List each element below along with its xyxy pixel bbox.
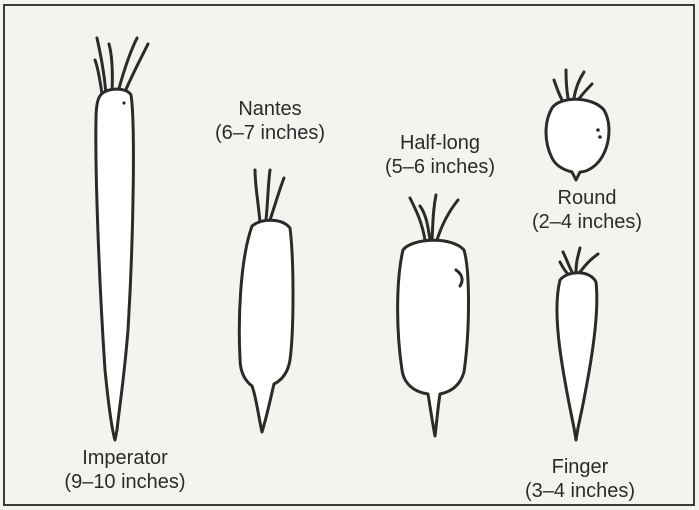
carrot-halflong bbox=[398, 195, 469, 436]
carrot-imperator-root bbox=[96, 89, 134, 440]
carrot-round-root bbox=[546, 99, 609, 180]
label-imperator-size: (9–10 inches) bbox=[55, 470, 195, 494]
label-round-size: (2–4 inches) bbox=[517, 210, 657, 234]
label-round: Round (2–4 inches) bbox=[517, 186, 657, 234]
carrot-finger-root bbox=[557, 273, 597, 440]
carrot-round bbox=[546, 70, 609, 180]
label-nantes-name: Nantes bbox=[200, 97, 340, 121]
carrot-nantes bbox=[239, 170, 293, 432]
label-imperator: Imperator (9–10 inches) bbox=[55, 446, 195, 494]
carrot-finger-leaves bbox=[560, 248, 598, 274]
carrot-nantes-root bbox=[239, 220, 293, 432]
carrot-finger bbox=[557, 248, 598, 440]
label-nantes: Nantes (6–7 inches) bbox=[200, 97, 340, 145]
carrot-imperator bbox=[95, 38, 148, 440]
label-finger: Finger (3–4 inches) bbox=[510, 455, 650, 503]
carrot-imperator-leaves bbox=[95, 38, 148, 94]
label-nantes-size: (6–7 inches) bbox=[200, 121, 340, 145]
carrot-nantes-leaves bbox=[255, 170, 284, 222]
label-halflong: Half-long (5–6 inches) bbox=[370, 131, 510, 179]
label-finger-size: (3–4 inches) bbox=[510, 479, 650, 503]
label-halflong-name: Half-long bbox=[370, 131, 510, 155]
label-halflong-size: (5–6 inches) bbox=[370, 155, 510, 179]
label-finger-name: Finger bbox=[510, 455, 650, 479]
carrot-halflong-leaves bbox=[410, 195, 458, 240]
label-imperator-name: Imperator bbox=[55, 446, 195, 470]
carrot-round-leaves bbox=[554, 70, 592, 100]
label-round-name: Round bbox=[517, 186, 657, 210]
